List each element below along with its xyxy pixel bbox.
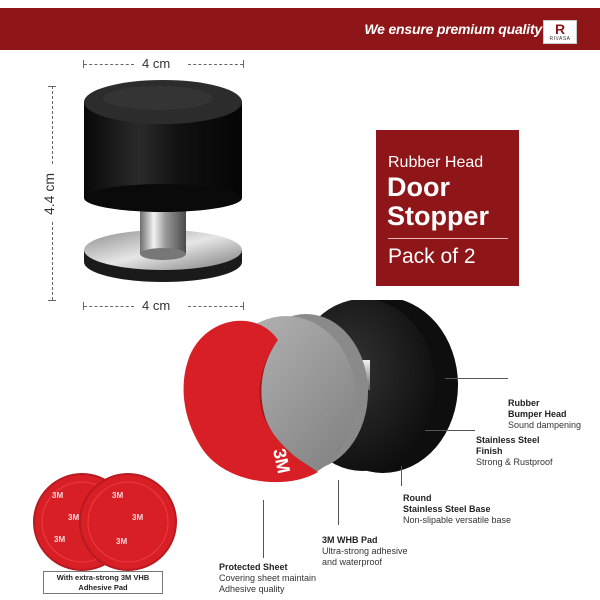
logo-mark: R	[554, 21, 566, 37]
dim-cap	[83, 60, 84, 68]
pad-caption: With extra-strong 3M VHB Adhesive Pad	[43, 571, 163, 594]
callout-rubber-title1: Rubber	[508, 398, 540, 408]
dim-line	[188, 64, 243, 65]
top-width-label: 4 cm	[142, 56, 171, 71]
product-title-line1: Door	[387, 172, 450, 202]
dim-line	[188, 306, 243, 307]
callout-sheet-desc1: Covering sheet maintain	[219, 573, 317, 583]
dim-line	[52, 86, 53, 164]
leader-line	[338, 480, 339, 525]
dim-line	[84, 64, 134, 65]
callout-base-title2: Stainless Steel Base	[403, 504, 491, 514]
callout-rubber-desc: Sound dampening	[508, 420, 582, 430]
callout-base-title1: Round	[403, 493, 432, 503]
product-subtitle: Rubber Head	[388, 154, 484, 171]
callout-steel-base: Round Stainless Steel Base Non-slipable …	[403, 493, 511, 526]
pack-label: Pack of 2	[388, 245, 476, 268]
pad-text: 3M	[54, 535, 65, 544]
pad-text: 3M	[68, 513, 79, 522]
callout-sheet-desc2: Adhesive quality	[219, 584, 285, 594]
base-width-label: 4 cm	[142, 298, 171, 313]
dim-line	[52, 222, 53, 300]
product-angled-view: 3M	[183, 300, 458, 483]
leader-line	[445, 378, 508, 379]
callout-rubber-head: Rubber Bumper Head Sound dampening	[508, 398, 581, 431]
callout-sheet-title: Protected Sheet	[219, 562, 288, 572]
logo-word: RIVASA	[549, 36, 571, 42]
dim-cap	[243, 60, 244, 68]
callout-steel-desc: Strong & Rustproof	[476, 457, 553, 467]
adhesive-pads-image: 3M 3M 3M 3M 3M 3M	[33, 473, 177, 571]
dim-line	[84, 306, 134, 307]
pad-text: 3M	[52, 491, 63, 500]
callout-stainless-finish: Stainless Steel Finish Strong & Rustproo…	[476, 435, 553, 468]
callout-pad-desc2: and waterproof	[322, 557, 383, 567]
pad-text: 3M	[132, 513, 143, 522]
pad-text: 3M	[112, 491, 123, 500]
pad-caption-line1: With extra-strong 3M VHB	[56, 573, 150, 582]
pad-text: 3M	[116, 537, 127, 546]
title-divider	[388, 238, 508, 239]
product-title-line2: Stopper	[387, 201, 490, 231]
product-side-view	[84, 80, 242, 282]
pad-caption-line2: Adhesive Pad	[78, 583, 128, 592]
callout-pad-desc1: Ultra-strong adhesive	[322, 546, 408, 556]
dim-cap	[48, 300, 56, 301]
callout-protected-sheet: Protected Sheet Covering sheet maintain …	[219, 562, 316, 595]
callout-rubber-title2: Bumper Head	[508, 409, 567, 419]
brand-logo: R RIVASA	[543, 20, 577, 44]
product-title-box: Rubber Head Door Stopper Pack of 2	[376, 130, 519, 286]
leader-line	[401, 466, 402, 486]
tagline: We ensure premium quality	[364, 21, 542, 37]
callout-pad-title: 3M WHB Pad	[322, 535, 378, 545]
header-bar: We ensure premium quality R RIVASA	[0, 8, 600, 50]
dim-cap	[83, 302, 84, 310]
callout-3m-pad: 3M WHB Pad Ultra-strong adhesive and wat…	[322, 535, 408, 568]
dim-cap	[243, 302, 244, 310]
callout-steel-title2: Finish	[476, 446, 503, 456]
callout-base-desc: Non-slipable versatile base	[403, 515, 512, 525]
leader-line	[263, 500, 264, 558]
leader-line	[425, 430, 475, 431]
height-label: 4.4 cm	[41, 172, 58, 216]
callout-steel-title1: Stainless Steel	[476, 435, 540, 445]
